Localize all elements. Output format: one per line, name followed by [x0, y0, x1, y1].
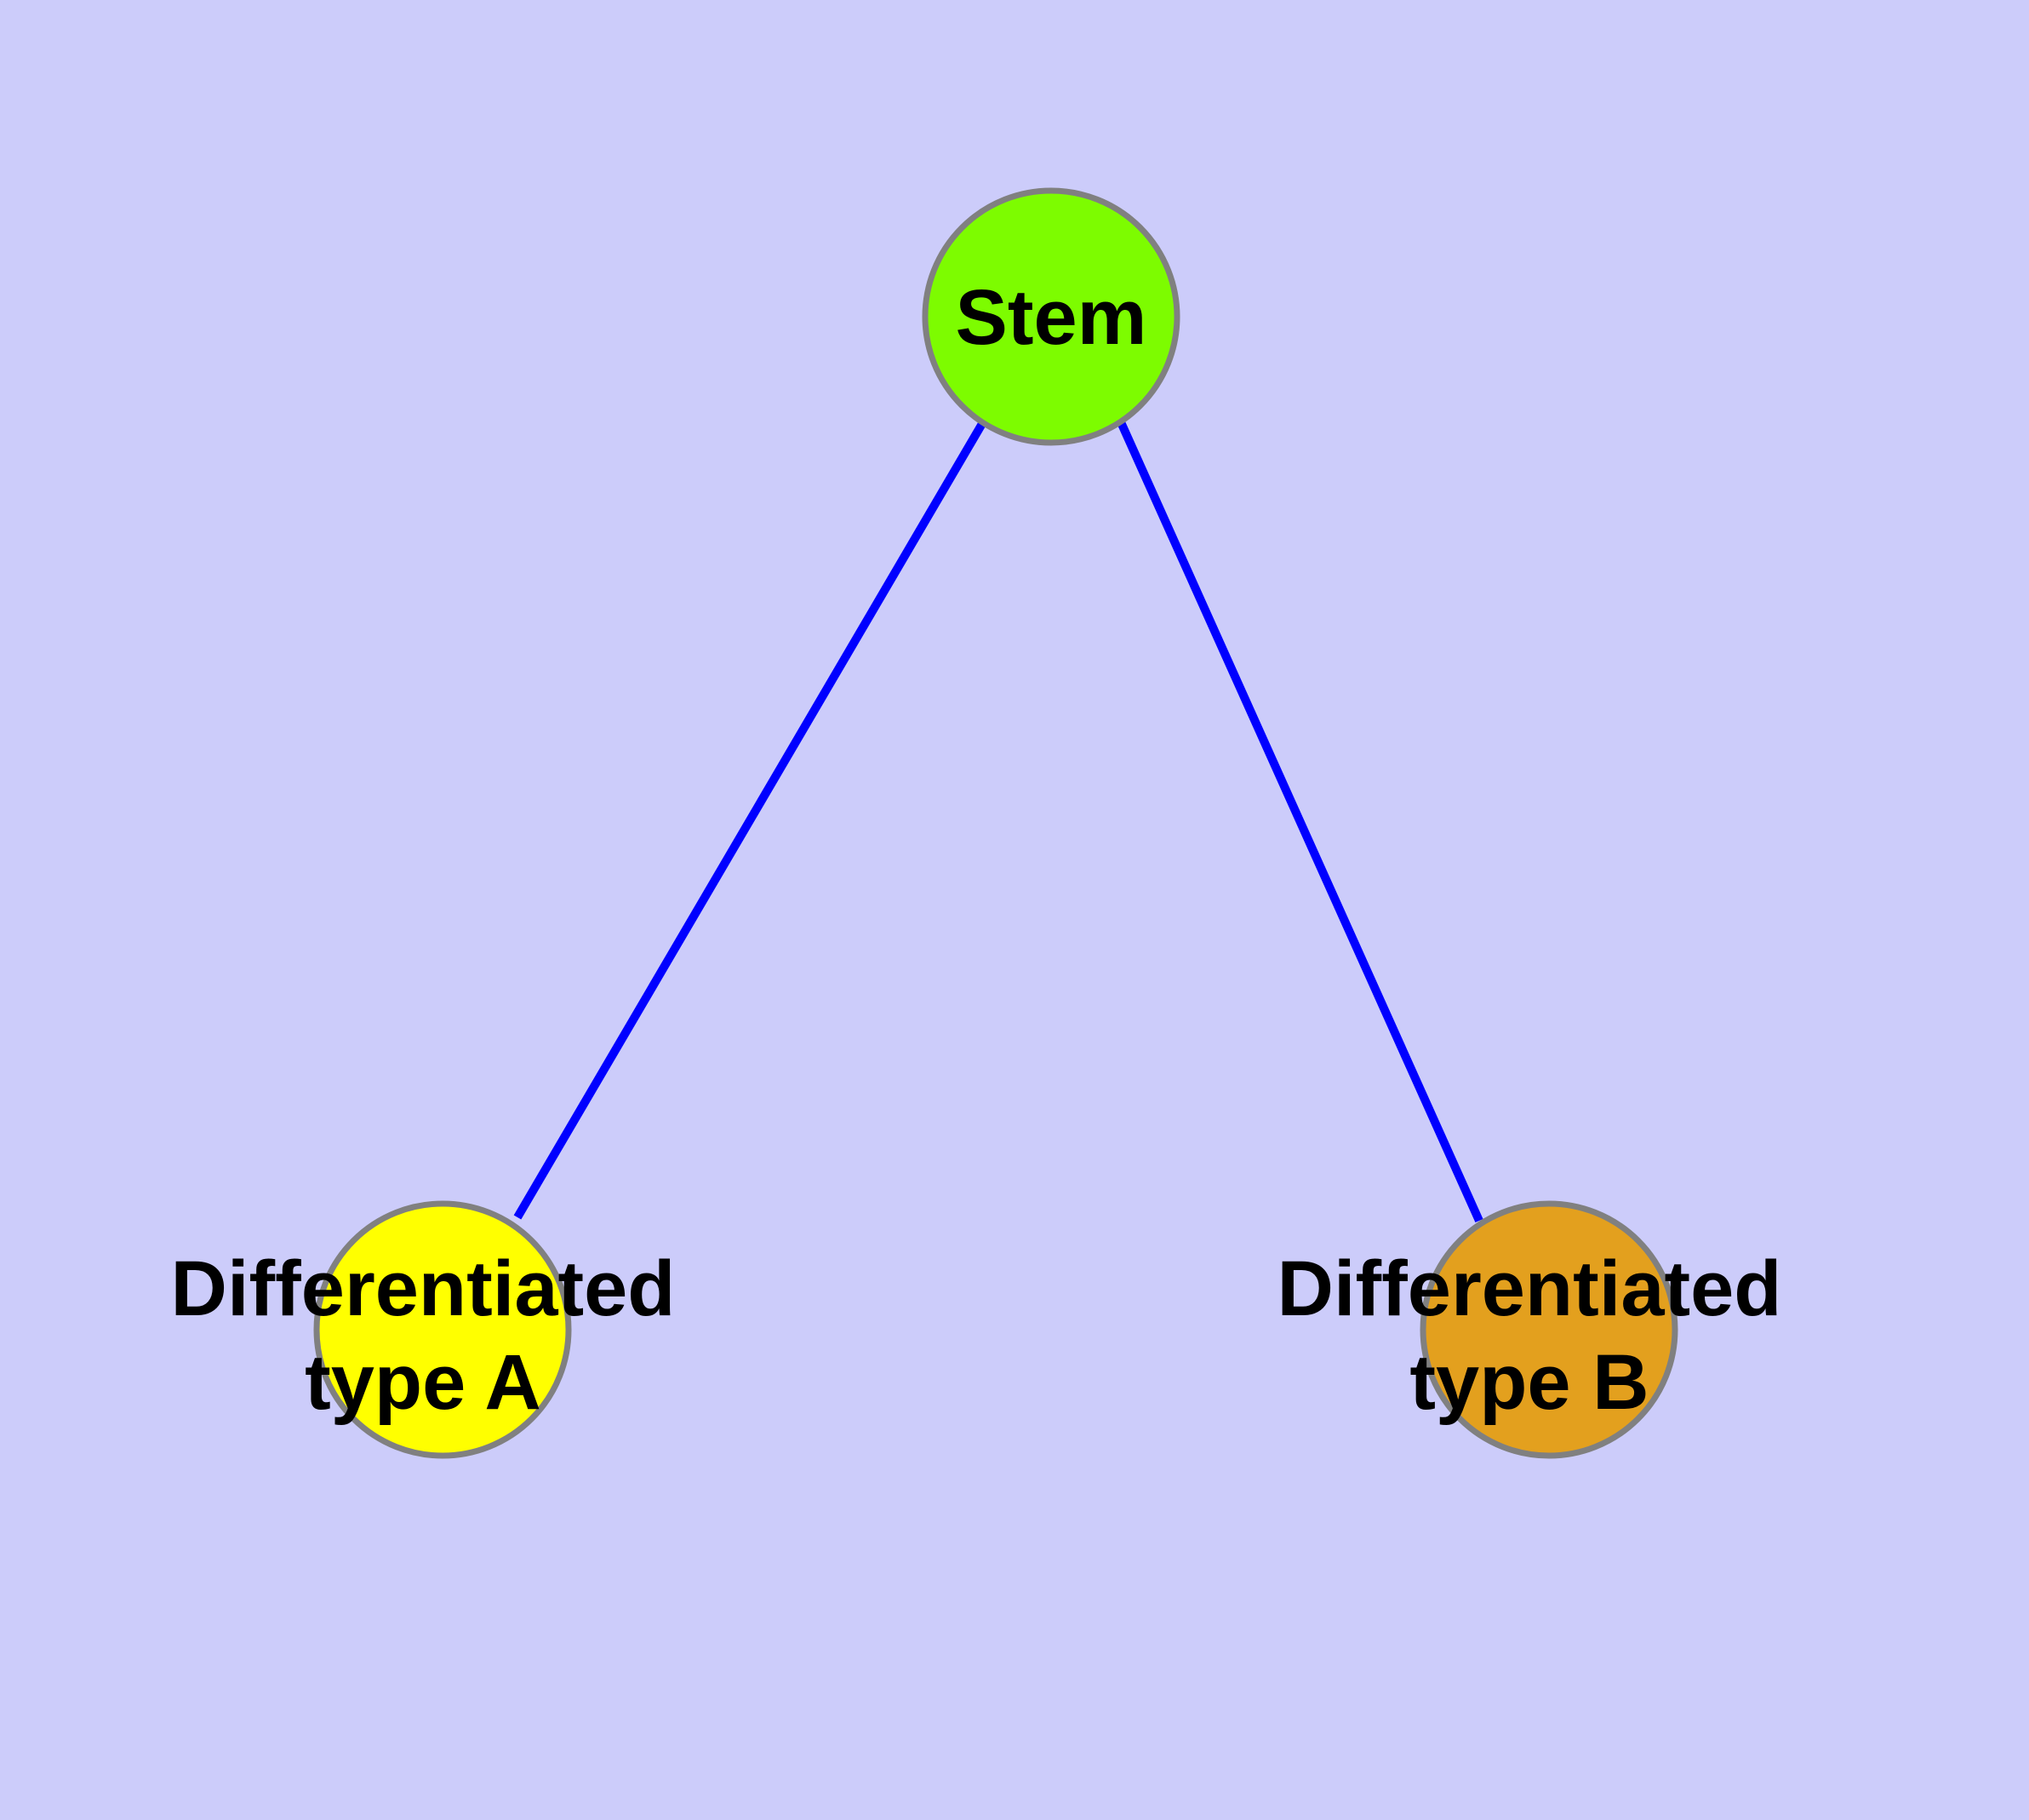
graph-node-diff-a[interactable] [313, 1200, 572, 1459]
edges-layer [513, 420, 1483, 1223]
node-label-line: type A [305, 1339, 541, 1426]
node-label-stem: Stem [956, 274, 1147, 361]
node-label-line: type B [1409, 1339, 1649, 1426]
graph-node-diff-b[interactable] [1420, 1200, 1678, 1459]
node-label-line: Differentiated [1277, 1245, 1782, 1332]
graph-node-stem[interactable] [922, 187, 1180, 446]
node-label-line: Stem [956, 274, 1147, 361]
nodes-layer [313, 187, 1678, 1459]
node-label-line: Differentiated [171, 1245, 676, 1332]
graph-edge-stem-to-diff-b [1117, 420, 1483, 1223]
graph-edge-stem-to-diff-a [513, 420, 987, 1220]
